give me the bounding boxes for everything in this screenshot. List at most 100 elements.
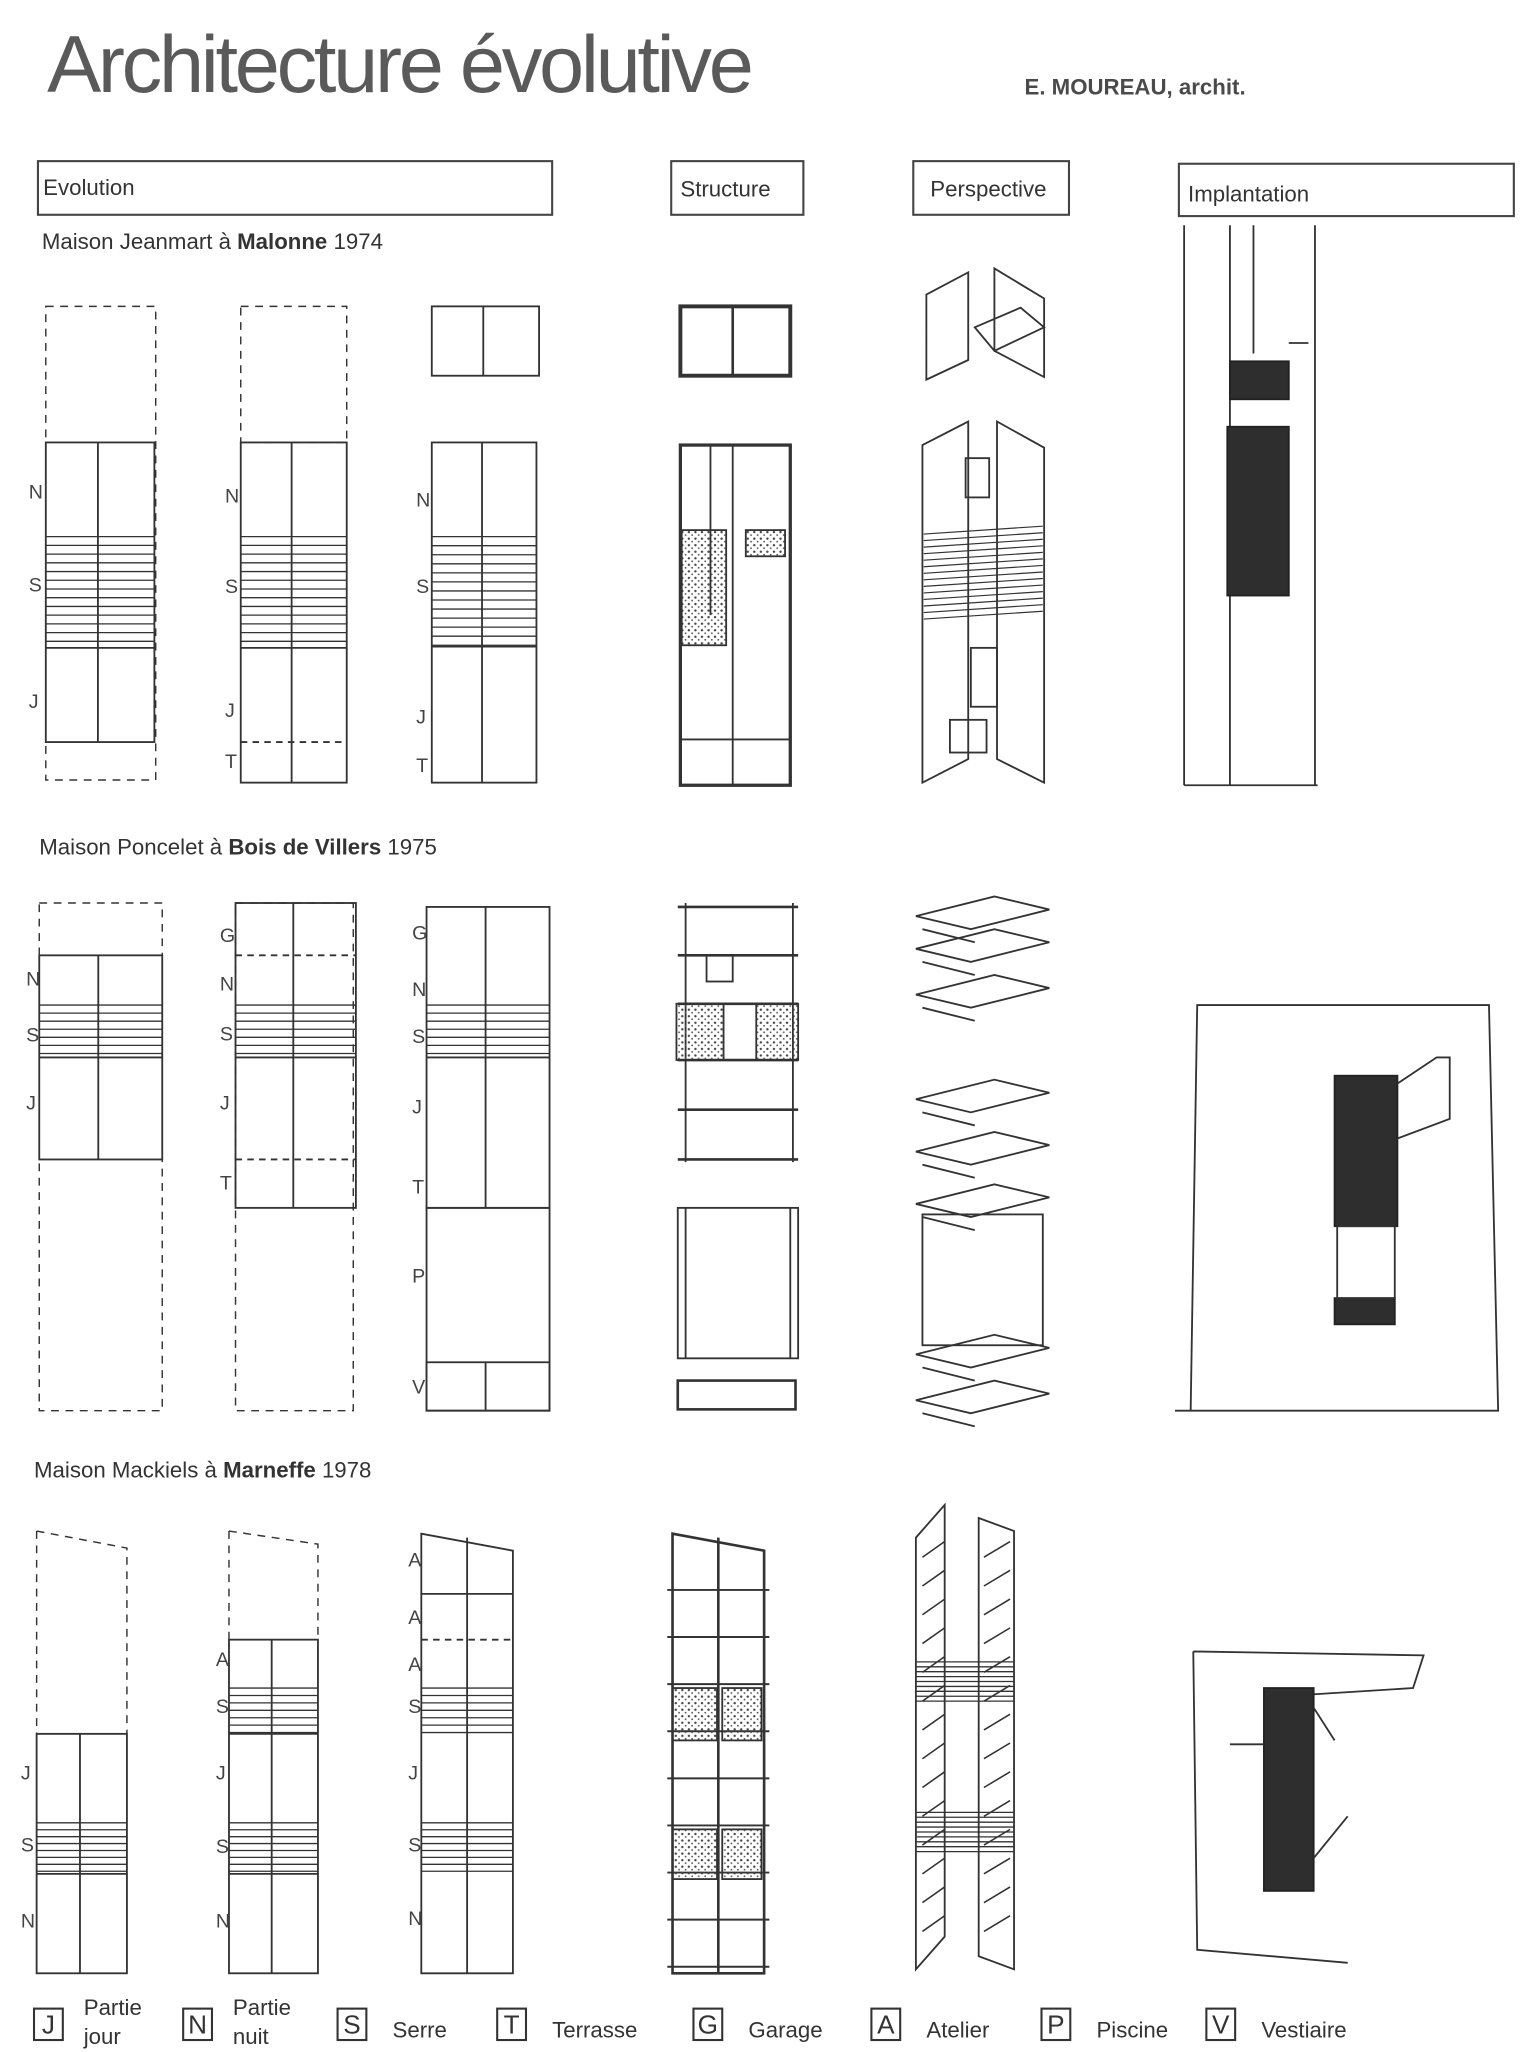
shelf	[921, 1569, 946, 1587]
plan-outline	[430, 441, 538, 784]
shelf	[983, 1627, 1011, 1645]
legend-key: A	[877, 2009, 895, 2039]
room-label: N	[412, 979, 426, 1001]
legend-label: Partie	[233, 1995, 291, 2020]
room-label: S	[29, 575, 42, 597]
serre-stripe	[923, 532, 1043, 542]
building-footprint	[1333, 1297, 1396, 1326]
legend-label: nuit	[233, 2024, 270, 2049]
room-label: P	[412, 1265, 425, 1287]
plan-outline	[35, 1732, 128, 1975]
plan-outline	[671, 1532, 766, 1975]
room-label: A	[408, 1654, 422, 1676]
serre-stripe	[923, 564, 1043, 574]
roof-truss	[915, 1183, 1050, 1232]
plan-outline	[239, 441, 348, 784]
room-label: J	[416, 707, 426, 729]
room-label: S	[26, 1025, 39, 1047]
shelf	[921, 1742, 946, 1760]
room-labels: NSJNSJTNSJTNSJGNSJTGNSJTPVJSNASJSNAAASJS…	[21, 482, 430, 1933]
room-label: N	[29, 482, 43, 504]
serre-stripe	[923, 604, 1043, 614]
room-label: J	[216, 1763, 226, 1785]
room-label: T	[220, 1173, 232, 1195]
shelf	[921, 1540, 946, 1558]
room-label: G	[412, 923, 427, 945]
roof-truss	[915, 1333, 1050, 1382]
plan-drawings	[35, 225, 1500, 1975]
shelf	[921, 1627, 946, 1645]
stippled-area	[721, 1828, 763, 1881]
room-label: N	[225, 486, 239, 508]
header-structure: Structure	[680, 176, 770, 201]
shelf	[983, 1799, 1011, 1817]
column-headers	[36, 160, 1515, 218]
shelf	[921, 1915, 946, 1933]
shelf	[921, 1684, 946, 1702]
room-label: T	[412, 1176, 424, 1198]
shelf	[983, 1713, 1011, 1731]
legend-item-n: N Partie nuit	[182, 1995, 291, 2049]
plan-outline	[676, 1206, 800, 1360]
plan-outline	[425, 1206, 551, 1412]
plan-outline	[38, 902, 163, 1412]
plan-outline	[1336, 1225, 1396, 1300]
room-label: G	[220, 925, 235, 947]
plan-outline	[964, 457, 991, 499]
author: E. MOUREAU, archit.	[1024, 74, 1245, 99]
legend-key: J	[42, 2009, 55, 2039]
room-label: N	[408, 1908, 422, 1930]
header-evolution: Evolution	[43, 175, 134, 200]
legend-label: Terrasse	[552, 2017, 637, 2042]
plan-outline	[705, 954, 734, 983]
room-label: S	[216, 1696, 229, 1718]
stippled-area	[671, 1828, 718, 1881]
serre-stripe	[923, 558, 1043, 568]
room-label: S	[416, 576, 429, 598]
legend-key-box	[32, 2007, 64, 2042]
stippled-area	[680, 529, 728, 647]
dashed-outline	[228, 1530, 319, 1640]
room-label: J	[29, 691, 39, 713]
shelf	[921, 1713, 946, 1731]
stippled-area	[755, 1002, 800, 1061]
plan-outline	[44, 441, 156, 743]
legend-item-g: G Garage	[692, 2007, 823, 2042]
shelf	[921, 1656, 946, 1674]
plan-outline	[45, 305, 157, 781]
shelf	[921, 1857, 946, 1875]
plan-outline	[969, 646, 998, 708]
plan-outline	[921, 1213, 1044, 1347]
roof-truss	[915, 974, 1050, 1022]
stippled-area	[744, 529, 786, 558]
shelf	[983, 1655, 1011, 1674]
legend-key: T	[504, 2009, 520, 2039]
plan-outline	[676, 1379, 797, 1411]
project-title-2: Maison Poncelet à Bois de Villers 1975	[39, 835, 437, 860]
plan-outline	[228, 1638, 319, 1975]
legend-key: G	[698, 2009, 718, 2039]
room-label: A	[216, 1649, 230, 1671]
stippled-area	[675, 1002, 725, 1061]
building-footprint	[1263, 1687, 1315, 1892]
legend-key: P	[1047, 2009, 1064, 2039]
legend-key: N	[188, 2009, 207, 2039]
roof-truss	[915, 895, 1050, 944]
room-label: N	[21, 1911, 35, 1933]
roof-truss	[915, 1131, 1050, 1179]
shelf	[921, 1799, 946, 1817]
serre-stripe	[923, 545, 1043, 555]
roof-truss	[915, 928, 1050, 976]
wall-line	[1312, 1707, 1336, 1741]
plan-outline	[234, 902, 357, 1209]
legend-key-box	[496, 2007, 528, 2042]
legend-label: Garage	[748, 2017, 822, 2042]
roof-truss	[915, 1379, 1050, 1428]
legend-key: V	[1212, 2009, 1230, 2039]
header-perspective: Perspective	[930, 176, 1046, 201]
shelf	[983, 1598, 1011, 1616]
legend-label: Partie	[84, 1995, 142, 2020]
